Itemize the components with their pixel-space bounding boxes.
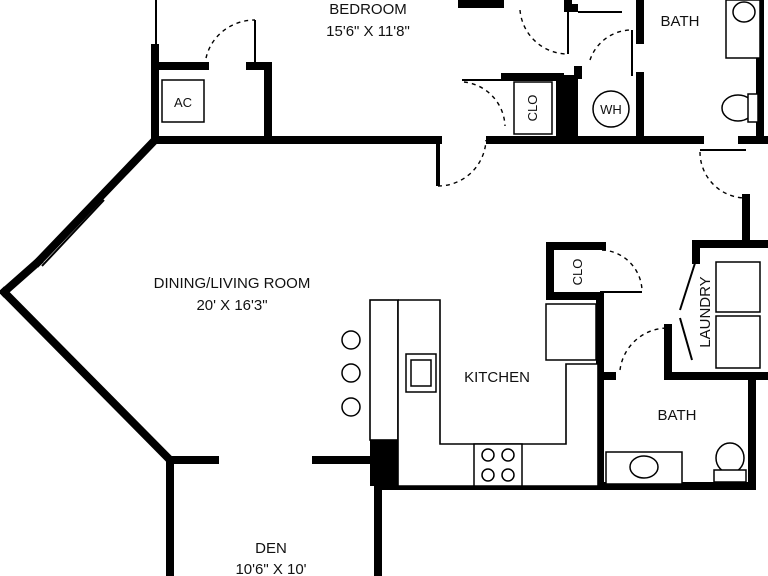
door-swing-right-exterior: [699, 151, 747, 199]
wall-top-segment: [458, 0, 504, 8]
burner-4: [501, 468, 515, 482]
bath-bottom-toilet-tank: [713, 469, 747, 483]
laundry-dryer: [715, 315, 761, 369]
water-heater: [592, 90, 630, 128]
closet-kitchen-label: CLO: [570, 259, 585, 286]
bath-bottom-toilet: [715, 442, 745, 474]
door-swing-bath-bottom: [619, 327, 669, 371]
ac-unit: [161, 79, 205, 123]
door-laundry-1: [679, 259, 697, 311]
ac-label: AC: [174, 95, 192, 110]
wall-left-point: [0, 256, 44, 298]
door-swing-wh: [589, 29, 633, 61]
bath-bottom-sink: [629, 455, 659, 479]
stove: [473, 443, 523, 487]
water-heater-label: WH: [600, 102, 622, 117]
wall-left-exterior-lower: [0, 286, 176, 466]
door-swing-bath-top: [519, 9, 569, 55]
room-labels: BEDROOM 15'6" X 11'8" BATH DINING/LIVING…: [154, 1, 700, 576]
window-angled-outer: [37, 195, 101, 263]
burner-3: [481, 468, 495, 482]
wall-ac-closet-right: [246, 62, 272, 144]
doors: [204, 8, 747, 376]
fixtures: AC CLO WH LAUNDRY CLO: [161, 0, 761, 487]
bar-stool-1: [341, 330, 361, 350]
door-swing-closet-top: [463, 81, 506, 127]
door-laundry-2: [679, 317, 693, 361]
bath-top-sink: [732, 1, 756, 23]
wall-solid-kitchen: [370, 440, 398, 486]
kitchen-sink-basin: [410, 359, 432, 387]
window-angled-inner: [41, 199, 105, 267]
den-size: 10'6" X 10': [235, 561, 306, 576]
wall-solid-block: [556, 75, 578, 140]
kitchen-name: KITCHEN: [464, 369, 530, 386]
closet-top: [513, 81, 553, 135]
laundry-washer: [715, 261, 761, 313]
bath-top-toilet-tank: [747, 93, 759, 123]
refrigerator: [545, 303, 597, 361]
bath-top-name: BATH: [661, 13, 700, 30]
dining-living-size: 20' X 16'3": [196, 297, 267, 314]
burner-1: [481, 448, 495, 462]
kitchen-island: [369, 299, 399, 441]
door-swing-bedroom: [437, 139, 487, 187]
bar-stool-3: [341, 397, 361, 417]
bath-bottom-name: BATH: [658, 407, 697, 424]
bar-stool-2: [341, 363, 361, 383]
laundry-label: LAUNDRY: [697, 276, 714, 347]
door-swing-ac: [204, 19, 256, 67]
door-swing-kitchen-closet: [601, 249, 643, 291]
wall-top-bath-left: [564, 0, 578, 12]
closet-top-label: CLO: [525, 95, 540, 122]
wall-kitchen-closet: [546, 242, 606, 300]
dining-living-name: DINING/LIVING ROOM: [154, 275, 311, 292]
bedroom-name: BEDROOM: [329, 1, 407, 18]
burner-2: [501, 448, 515, 462]
bedroom-size: 15'6" X 11'8": [326, 23, 410, 40]
den-name: DEN: [255, 540, 287, 557]
